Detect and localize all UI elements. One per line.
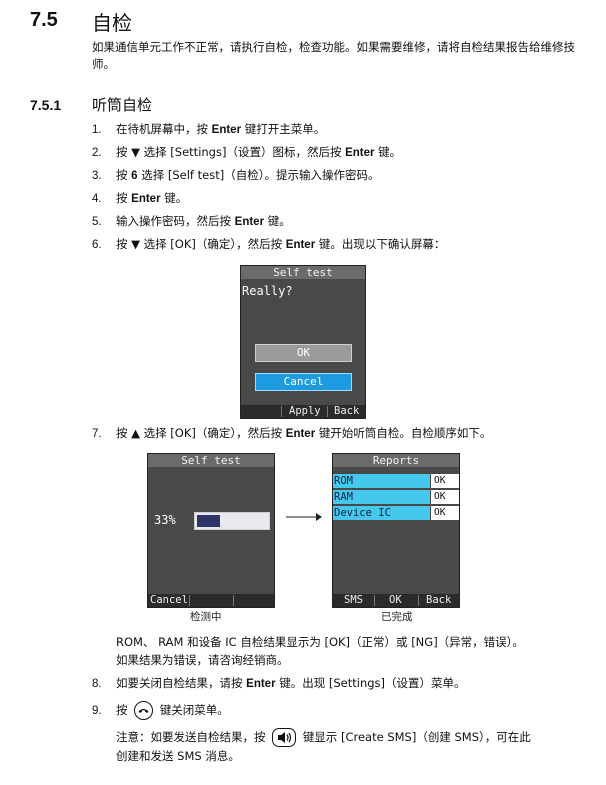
step-text: 按 <box>116 191 132 205</box>
subsection-title: 听筒自检 <box>92 96 153 114</box>
step-text: 按 ▼ 选择 [Settings]（设置）图标，然后按 <box>116 145 346 159</box>
key-name: Enter <box>246 678 276 690</box>
progress-fill <box>197 515 220 527</box>
report-name: RAM <box>333 490 430 504</box>
note-line2: 创建和发送 SMS 消息。 <box>116 749 240 763</box>
step-5: 5. 输入操作密码，然后按 Enter 键。 <box>92 214 291 230</box>
step-text: 在待机屏幕中，按 <box>116 122 212 136</box>
key-name: Enter <box>345 147 375 159</box>
report-name: Device IC <box>333 506 430 520</box>
screen-title: Self test <box>148 454 274 467</box>
arrow-right-icon <box>286 513 322 521</box>
reports-screen: Reports ROM OK RAM OK Device IC OK SMS O… <box>332 453 460 608</box>
progress-percent: 33% <box>154 513 176 527</box>
step-number: 9. <box>92 705 102 717</box>
report-result: OK <box>431 474 459 488</box>
softkey-divider <box>189 595 190 606</box>
ok-button[interactable]: OK <box>255 344 352 362</box>
step-text: 键。 <box>160 191 188 205</box>
key-name: 6 <box>131 170 138 182</box>
step-number: 6. <box>92 239 102 251</box>
step-text: 如要关闭自检结果，请按 <box>116 676 247 690</box>
key-name: Enter <box>131 193 161 205</box>
step-4: 4. 按 Enter 键。 <box>92 191 187 207</box>
progress-screen: Self test 33% Cancel <box>147 453 275 608</box>
note-line1: 注意：如要发送自检结果，按 键显示 [Create SMS]（创建 SMS），可… <box>116 727 531 747</box>
key-name: Enter <box>285 239 316 251</box>
step-number: 1. <box>92 124 102 136</box>
softkey-back[interactable]: Back <box>426 594 452 606</box>
result-note-line1: ROM、 RAM 和设备 IC 自检结果显示为 [OK]（正常）或 [NG]（异… <box>116 635 524 649</box>
step-text: 输入操作密码，然后按 <box>116 214 235 228</box>
softkey-bar: Apply Back <box>241 405 365 418</box>
on-hook-key-icon <box>134 701 154 720</box>
section-number: 7.5 <box>30 9 58 31</box>
reports-caption: 已完成 <box>381 611 413 623</box>
step-1: 1. 在待机屏幕中，按 Enter 键打开主菜单。 <box>92 122 325 138</box>
softkey-back[interactable]: Back <box>334 405 360 417</box>
step-text: 键打开主菜单。 <box>241 122 326 136</box>
section-title: 自检 <box>92 11 132 35</box>
step-text: 键开始听筒自检。自检顺序如下。 <box>315 426 492 440</box>
softkey-divider <box>281 406 282 417</box>
screen-title: Reports <box>333 454 459 467</box>
softkey-bar: SMS OK Back <box>333 594 459 607</box>
step-9: 9. 按 键关闭菜单。 <box>92 700 229 721</box>
softkey-divider <box>327 406 328 417</box>
step-8: 8. 如要关闭自检结果，请按 Enter 键。出现 [Settings]（设置）菜… <box>92 676 466 692</box>
report-name: ROM <box>333 474 430 488</box>
step-7: 7. 按 ▲ 选择 [OK]（确定），然后按 Enter 键开始听筒自检。自检顺序… <box>92 426 491 442</box>
step-text: 按 <box>116 703 128 717</box>
key-name: Enter <box>285 428 316 440</box>
screen-title: Self test <box>241 266 365 279</box>
confirm-screen: Self test Really? OK Cancel Apply Back <box>240 265 366 419</box>
step-text: 键。出现 [Settings]（设置）菜单。 <box>275 676 466 690</box>
speaker-key-icon <box>272 728 297 747</box>
softkey-divider <box>233 595 234 606</box>
step-text: 键。 <box>264 214 291 228</box>
step-text: 按 ▲ 选择 [OK]（确定），然后按 <box>116 426 286 440</box>
step-text: 键。 <box>374 145 402 159</box>
step-number: 8. <box>92 678 102 690</box>
step-text: 按 ▼ 选择 [OK]（确定），然后按 <box>116 237 286 251</box>
confirm-prompt: Really? <box>242 284 293 298</box>
report-result: OK <box>431 506 459 520</box>
note-text: 键显示 [Create SMS]（创建 SMS），可在此 <box>302 730 531 744</box>
step-2: 2. 按 ▼ 选择 [Settings]（设置）图标，然后按 Enter 键。 <box>92 145 401 161</box>
step-6: 6. 按 ▼ 选择 [OK]（确定），然后按 Enter 键。出现以下确认屏幕： <box>92 237 445 253</box>
report-result: OK <box>431 490 459 504</box>
subsection-number: 7.5.1 <box>30 97 62 113</box>
step-text: 键关闭菜单。 <box>159 703 229 717</box>
step-number: 5. <box>92 216 102 228</box>
key-name: Enter <box>234 216 265 228</box>
softkey-sms[interactable]: SMS <box>344 594 363 606</box>
softkey-bar: Cancel <box>148 594 274 607</box>
note-text: 注意：如要发送自检结果，按 <box>116 730 266 744</box>
cancel-button[interactable]: Cancel <box>255 373 352 391</box>
step-3: 3. 按 6 选择 [Self test]（自检）。提示输入操作密码。 <box>92 168 379 184</box>
step-text: 按 <box>116 168 132 182</box>
progress-bar <box>194 512 270 530</box>
softkey-apply[interactable]: Apply <box>289 405 321 417</box>
softkey-divider <box>374 595 375 606</box>
step-text: 键。出现以下确认屏幕： <box>315 237 446 251</box>
step-number: 7. <box>92 428 102 440</box>
result-note-line2: 如果结果为错误，请咨询经销商。 <box>116 653 289 667</box>
softkey-ok[interactable]: OK <box>389 594 402 606</box>
softkey-divider <box>418 595 419 606</box>
section-intro: 如果通信单元工作不正常，请执行自检，检查功能。如果需要维修，请将自检结果报告给维… <box>92 40 575 71</box>
softkey-cancel[interactable]: Cancel <box>150 594 188 606</box>
progress-caption: 检测中 <box>190 611 222 623</box>
step-number: 4. <box>92 193 102 205</box>
step-text: 选择 [Self test]（自检）。提示输入操作密码。 <box>137 168 380 182</box>
step-number: 2. <box>92 147 102 159</box>
step-number: 3. <box>92 170 102 182</box>
key-name: Enter <box>211 124 242 136</box>
